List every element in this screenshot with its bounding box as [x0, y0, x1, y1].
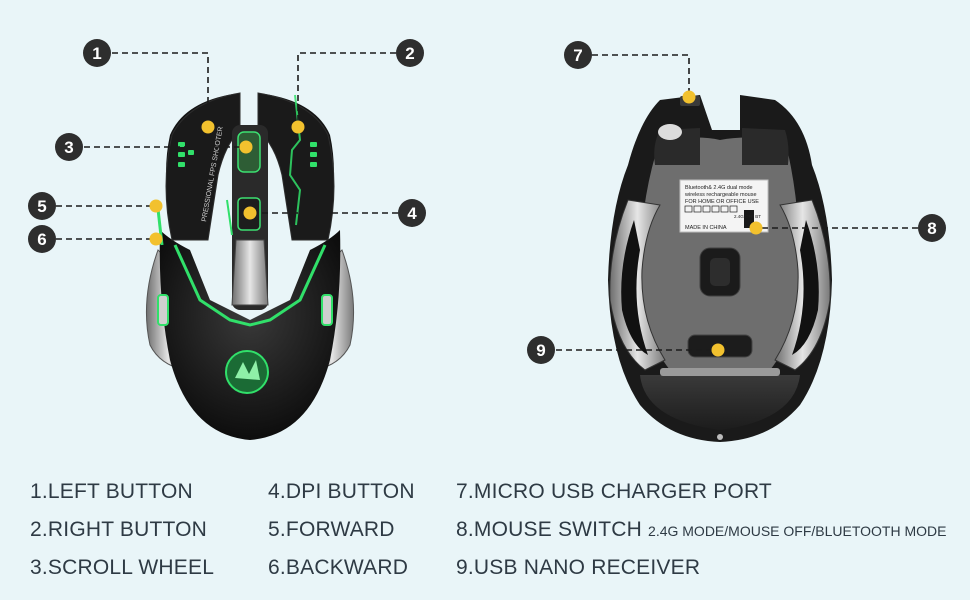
mouse-logo: [225, 350, 269, 394]
callout-5: 5: [28, 192, 56, 220]
callout-badges: 1 2 3 4 5 6 7 8 9: [28, 39, 946, 364]
grip-pad-right: [792, 220, 819, 355]
bottom-skate: [640, 375, 800, 430]
callout-8-number: 8: [927, 219, 936, 238]
bottom-screw: [717, 434, 723, 440]
legend-usb-port: 7.MICRO USB CHARGER PORT: [456, 480, 772, 503]
callout-3: 3: [55, 133, 83, 161]
legend-scroll-wheel: 3.SCROLL WHEEL: [30, 556, 215, 579]
marker-7: [682, 90, 696, 104]
legend-mouse-switch: 8.MOUSE SWITCH 2.4G MODE/MOUSE OFF/BLUET…: [456, 518, 946, 542]
bottom-left-panel: [609, 199, 666, 371]
label-icons: [684, 205, 738, 213]
legend-nano-receiver: 9.USB NANO RECEIVER: [456, 556, 701, 579]
label-line-3: FOR HOME OR OFFICE USE: [685, 199, 759, 205]
callout-5-number: 5: [37, 197, 46, 216]
label-line-4: MADE IN CHINA: [685, 225, 727, 231]
top-skate-right: [742, 128, 789, 165]
marker-2: [291, 120, 305, 134]
legend-right-button: 2.RIGHT BUTTON: [30, 518, 208, 541]
callout-9: 9: [527, 336, 555, 364]
legend-forward: 5.FORWARD: [268, 518, 395, 541]
leader-lines: [56, 52, 918, 351]
marker-5: [149, 199, 163, 213]
palm-strip: [231, 239, 269, 306]
label-line-1: Bluetooth& 2.4G dual mode: [685, 185, 753, 191]
callout-6-number: 6: [37, 230, 46, 249]
callout-1-number: 1: [92, 44, 101, 63]
side-button-left: [157, 294, 169, 326]
legend-mouse-switch-main: 8.MOUSE SWITCH: [456, 518, 642, 541]
leader-1: [112, 52, 209, 127]
mouse-lower-body: [159, 230, 341, 440]
switch-label: 2.4G OFF BT: [734, 214, 761, 219]
marker-9: [711, 343, 725, 357]
bottom-silver-edge: [660, 368, 780, 376]
legend-left-button: 1.LEFT BUTTON: [30, 480, 193, 503]
label-line-2: wireless rechargeable mouse: [684, 192, 757, 198]
left-button: [165, 92, 241, 241]
legend-dpi-button: 4.DPI BUTTON: [268, 480, 415, 503]
callout-6: 6: [28, 225, 56, 253]
green-glow-line: [173, 244, 327, 327]
led-dots-left: [178, 142, 194, 167]
green-glow-accent-2: [226, 199, 233, 236]
callout-2: 2: [396, 39, 424, 67]
yellow-markers: [149, 90, 763, 357]
side-button-right: [321, 294, 333, 326]
callout-8: 8: [918, 214, 946, 242]
marker-8: [749, 221, 763, 235]
marker-1: [201, 120, 215, 134]
callout-4-number: 4: [407, 204, 417, 223]
mode-switch: 2.4G OFF BT: [734, 210, 761, 228]
receiver-slot-cover: [658, 124, 682, 140]
marker-6: [149, 232, 163, 246]
legend-mouse-switch-modes: 2.4G MODE/MOUSE OFF/BLUETOOTH MODE: [648, 523, 947, 539]
marker-3: [239, 140, 253, 154]
callout-4: 4: [398, 199, 426, 227]
callout-7-number: 7: [573, 46, 582, 65]
callout-1: 1: [83, 39, 111, 67]
legend-backward: 6.BACKWARD: [268, 556, 409, 579]
optical-sensor-lens: [710, 258, 730, 286]
leader-7: [592, 54, 690, 97]
leader-2: [297, 52, 396, 127]
led-dots-right: [310, 142, 317, 167]
callout-7: 7: [564, 41, 592, 69]
marker-4: [243, 206, 257, 220]
grip-pad-left: [621, 220, 648, 355]
callout-3-number: 3: [64, 138, 73, 157]
callout-2-number: 2: [405, 44, 414, 63]
right-button: [257, 92, 335, 241]
mouse-bottom-view: Bluetooth& 2.4G dual mode wireless recha…: [608, 95, 832, 442]
bottom-right-panel: [774, 199, 831, 371]
callout-9-number: 9: [536, 341, 545, 360]
